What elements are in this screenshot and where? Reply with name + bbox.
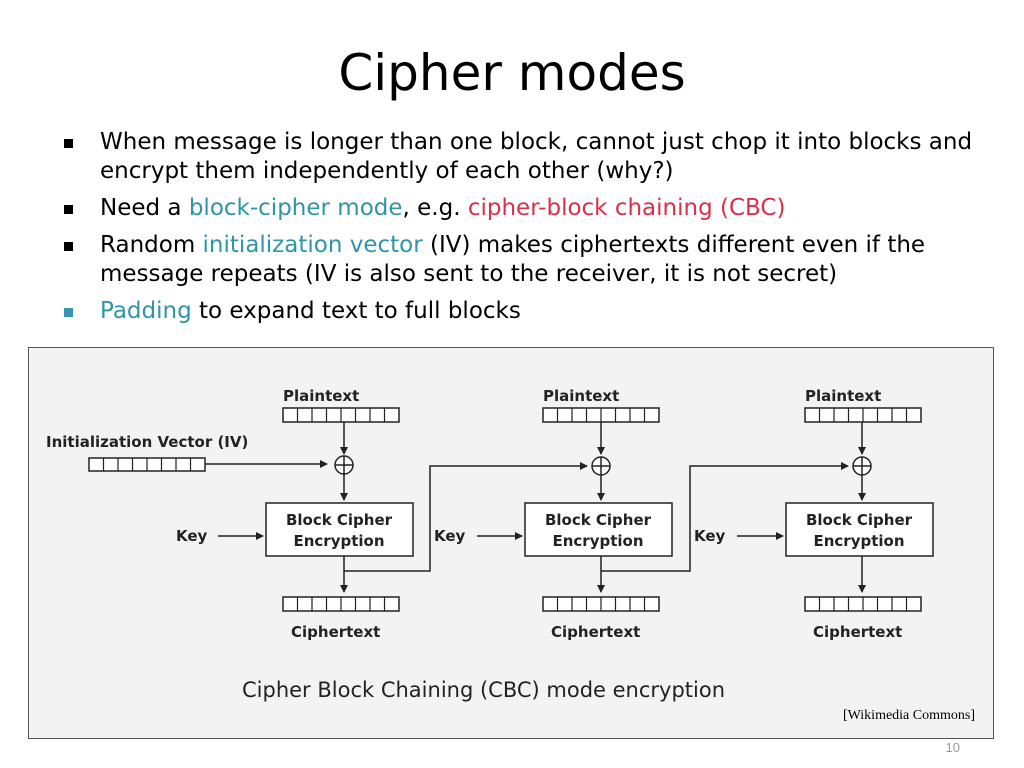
ciphertext-block bbox=[542, 596, 660, 612]
image-credit: [Wikimedia Commons] bbox=[842, 708, 975, 723]
cipher-label-line1: Block Cipher bbox=[286, 511, 393, 529]
link-cbc[interactable]: cipher-block chaining (CBC) bbox=[467, 195, 786, 221]
key-label: Key bbox=[694, 527, 726, 545]
square-bullet-icon bbox=[64, 242, 73, 251]
xor-icon bbox=[334, 455, 354, 475]
ciphertext-label: Ciphertext bbox=[813, 623, 902, 641]
bullet-text: Need a bbox=[100, 195, 189, 221]
bullet-item: Need a block-cipher mode, e.g. cipher-bl… bbox=[62, 194, 992, 223]
cipher-label-line1: Block Cipher bbox=[545, 511, 652, 529]
cbc-diagram-svg: Initialization Vector (IV) Plaintext Blo… bbox=[46, 387, 934, 702]
cipher-label-line2: Encryption bbox=[813, 532, 904, 550]
ciphertext-block bbox=[804, 596, 922, 612]
slide-title: Cipher modes bbox=[338, 44, 686, 102]
ciphertext-block bbox=[282, 596, 400, 612]
chain-arrow-2 bbox=[601, 462, 849, 572]
key-label: Key bbox=[434, 527, 466, 545]
plaintext-block bbox=[804, 407, 922, 423]
plaintext-label: Plaintext bbox=[805, 387, 881, 405]
cbc-stage-2: Plaintext Block Cipher Encryption Key Ci… bbox=[434, 387, 673, 641]
bullet-item: Random initialization vector (IV) makes … bbox=[62, 231, 992, 289]
ciphertext-label: Ciphertext bbox=[291, 623, 380, 641]
xor-icon bbox=[852, 456, 872, 476]
plaintext-block bbox=[542, 407, 660, 423]
xor-icon bbox=[591, 456, 611, 476]
cbc-stage-1: Plaintext Block Cipher Encryption Key Ci… bbox=[176, 387, 414, 641]
link-padding[interactable]: Padding bbox=[100, 298, 192, 324]
iv-label: Initialization Vector (IV) bbox=[46, 433, 248, 451]
key-label: Key bbox=[176, 527, 208, 545]
plaintext-label: Plaintext bbox=[283, 387, 359, 405]
iv-block bbox=[88, 457, 206, 472]
bullet-list: When message is longer than one block, c… bbox=[62, 128, 992, 334]
bullet-text: Random bbox=[100, 232, 203, 258]
bullet-item: Padding to expand text to full blocks bbox=[62, 297, 992, 326]
bullet-text: (IV) makes ciphertexts different even if… bbox=[100, 232, 926, 287]
bullet-text: to expand text to full blocks bbox=[191, 298, 521, 324]
link-initialization-vector[interactable]: initialization vector bbox=[202, 232, 423, 258]
bullet-text: , e.g. bbox=[402, 195, 468, 221]
diagram-caption: Cipher Block Chaining (CBC) mode encrypt… bbox=[242, 678, 725, 702]
square-bullet-icon bbox=[64, 139, 73, 148]
cipher-label-line1: Block Cipher bbox=[806, 511, 913, 529]
block-cipher-box bbox=[524, 502, 673, 557]
block-cipher-box bbox=[785, 502, 934, 557]
cbc-stage-3: Plaintext Block Cipher Encryption Key Ci… bbox=[694, 387, 934, 641]
cbc-diagram: Initialization Vector (IV) Plaintext Blo… bbox=[28, 347, 994, 739]
block-cipher-box bbox=[265, 502, 414, 557]
bullet-text: When message is longer than one block, c… bbox=[100, 129, 973, 184]
plaintext-label: Plaintext bbox=[543, 387, 619, 405]
bullet-item: When message is longer than one block, c… bbox=[62, 128, 992, 186]
cipher-label-line2: Encryption bbox=[552, 532, 643, 550]
link-block-cipher-mode[interactable]: block-cipher mode bbox=[188, 195, 403, 221]
cipher-label-line2: Encryption bbox=[293, 532, 384, 550]
ciphertext-label: Ciphertext bbox=[551, 623, 640, 641]
square-bullet-icon bbox=[64, 205, 73, 214]
plaintext-block bbox=[282, 407, 400, 423]
chain-arrow-1 bbox=[344, 462, 588, 572]
page-number: 10 bbox=[945, 740, 960, 755]
square-bullet-icon bbox=[64, 308, 73, 317]
